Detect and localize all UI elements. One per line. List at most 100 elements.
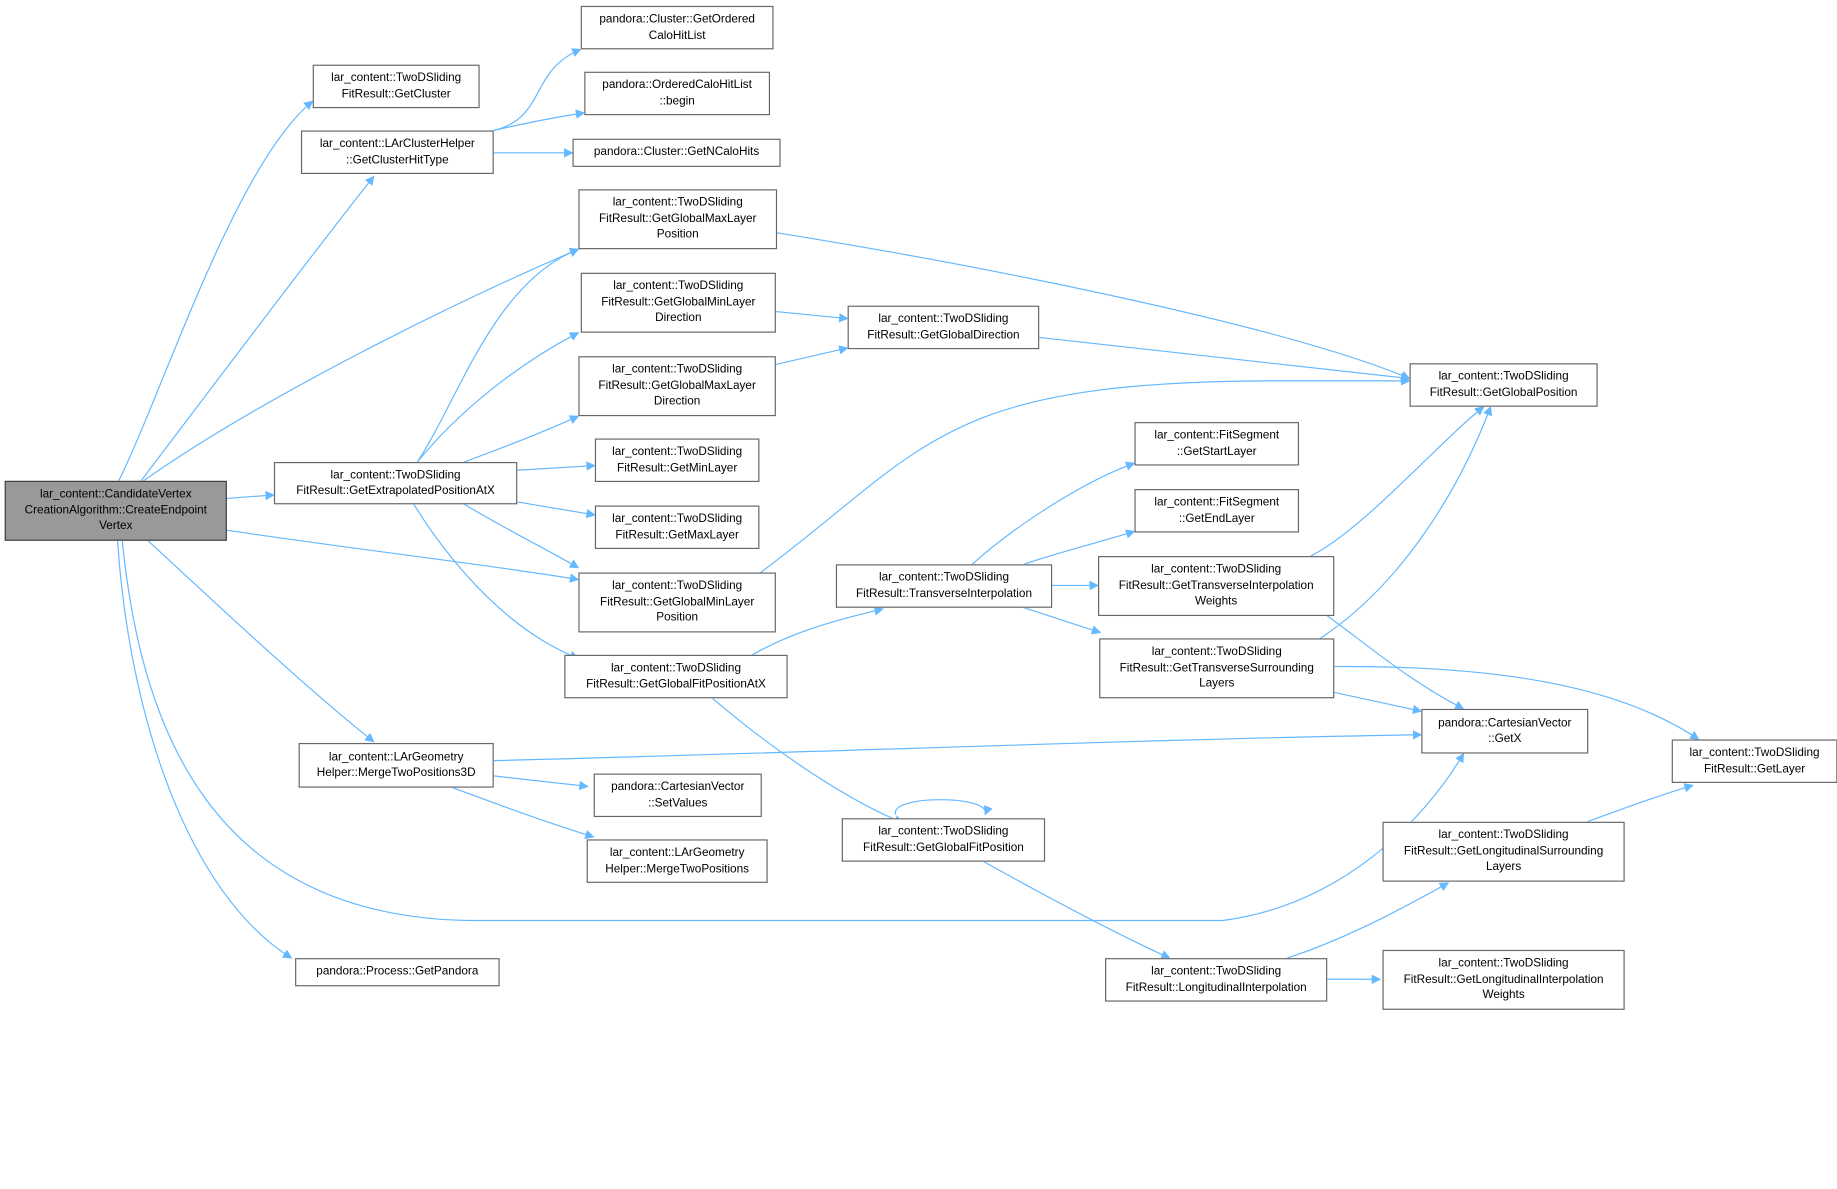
edge-root-get-global-max-layer-position <box>143 248 580 482</box>
node-get-transverse-surrounding-layers[interactable]: lar_content::TwoDSliding FitResult::GetT… <box>1099 638 1335 699</box>
edge-extrapolated-max-layer <box>517 501 596 519</box>
node-label: lar_content::TwoDSliding FitResult::GetL… <box>1689 746 1820 776</box>
node-label: pandora::Cluster::GetNCaloHits <box>593 146 760 159</box>
node-label: lar_content::TwoDSliding FitResult::GetT… <box>1119 645 1314 691</box>
edge-fit-position-at-x-fit-position <box>712 697 904 825</box>
node-longitudinal-interpolation[interactable]: lar_content::TwoDSliding FitResult::Long… <box>1105 958 1328 1002</box>
node-root: lar_content::CandidateVertex CreationAlg… <box>4 480 227 541</box>
node-get-global-min-layer-direction[interactable]: lar_content::TwoDSliding FitResult::GetG… <box>580 272 776 333</box>
edge-interpolation-weights-cartesian-get-x <box>1325 614 1465 710</box>
node-merge-two-positions-3d[interactable]: lar_content::LArGeometry Helper::MergeTw… <box>298 742 494 788</box>
node-label: lar_content::TwoDSliding FitResult::GetG… <box>1429 370 1578 400</box>
node-label: lar_content::TwoDSliding FitResult::GetG… <box>601 280 756 325</box>
edge-merge-3d-set-values <box>493 775 589 791</box>
node-get-cluster-hit-type[interactable]: lar_content::LArClusterHelper ::GetClust… <box>300 130 494 174</box>
edge-surrounding-layers-global-position <box>1316 405 1493 642</box>
edge-hit-type-begin <box>493 109 586 132</box>
node-label: lar_content::LArClusterHelper ::GetClust… <box>319 137 475 167</box>
node-label: lar_content::TwoDSliding FitResult::GetL… <box>1403 829 1604 874</box>
node-get-pandora[interactable]: pandora::Process::GetPandora <box>295 958 500 987</box>
edge-extrapolated-fit-position-at-x <box>413 504 580 660</box>
node-label: lar_content::TwoDSliding FitResult::GetG… <box>586 661 766 691</box>
node-get-extrapolated-position-at-x[interactable]: lar_content::TwoDSliding FitResult::GetE… <box>273 462 518 505</box>
edge-interpolation-weights-global-position <box>1310 406 1485 557</box>
node-label: lar_content::LArGeometry Helper::MergeTw… <box>605 846 750 876</box>
edge-max-layer-position-global-position <box>776 232 1411 380</box>
edge-min-layer-direction-global-direction <box>775 310 849 323</box>
node-label: lar_content::TwoDSliding FitResult::Tran… <box>856 571 1032 601</box>
node-label: lar_content::TwoDSliding FitResult::GetG… <box>598 196 757 242</box>
edge-transverse-start-layer <box>971 461 1136 565</box>
node-label: lar_content::TwoDSliding FitResult::GetM… <box>612 445 743 475</box>
edge-root-merge-two-positions-3d <box>147 540 375 743</box>
node-label: lar_content::TwoDSliding FitResult::GetL… <box>1403 957 1604 1002</box>
edge-fit-position-self <box>895 799 993 816</box>
node-get-global-fit-position[interactable]: lar_content::TwoDSliding FitResult::GetG… <box>841 818 1046 862</box>
edge-root-get-pandora <box>116 540 293 959</box>
node-label: lar_content::TwoDSliding FitResult::GetG… <box>867 312 1020 342</box>
node-get-global-direction[interactable]: lar_content::TwoDSliding FitResult::GetG… <box>847 305 1040 350</box>
edge-longitudinal-surrounding-get-layer <box>1586 783 1694 823</box>
node-label: pandora::CartesianVector ::GetX <box>1438 716 1572 746</box>
edge-surrounding-layers-get-layer <box>1334 665 1700 740</box>
node-get-longitudinal-surrounding-layers[interactable]: lar_content::TwoDSliding FitResult::GetL… <box>1382 821 1625 882</box>
edge-root-get-cluster <box>118 100 314 482</box>
node-label: lar_content::TwoDSliding FitResult::Long… <box>1125 965 1307 994</box>
node-label: lar_content::TwoDSliding FitResult::GetG… <box>598 363 756 409</box>
edge-root-get-extrapolated-position-at-x <box>226 490 275 501</box>
node-label: lar_content::FitSegment ::GetStartLayer <box>1154 429 1280 458</box>
edge-min-layer-position-global-position <box>760 376 1411 573</box>
node-label: lar_content::LArGeometry Helper::MergeTw… <box>316 750 476 780</box>
node-get-cluster[interactable]: lar_content::TwoDSliding FitResult::GetC… <box>312 64 480 109</box>
node-label: pandora::OrderedCaloHitList ::begin <box>602 78 752 108</box>
node-label: lar_content::TwoDSliding FitResult::GetE… <box>296 468 495 498</box>
node-label: lar_content::TwoDSliding FitResult::GetT… <box>1118 563 1314 609</box>
node-label: lar_content::TwoDSliding FitResult::GetC… <box>331 71 462 101</box>
edge-extrapolated-max-layer-position <box>416 247 580 463</box>
node-label: pandora::Cluster::GetOrdered CaloHitList <box>599 12 755 42</box>
node-get-global-max-layer-position[interactable]: lar_content::TwoDSliding FitResult::GetG… <box>578 189 778 250</box>
edge-extrapolated-min-layer-position <box>464 503 580 569</box>
edge-extrapolated-min-layer-direction <box>416 332 580 463</box>
edge-transverse-surrounding-layers <box>1020 606 1102 635</box>
edge-fit-position-at-x-transverse <box>752 606 884 656</box>
edge-max-layer-direction-global-direction <box>775 345 849 366</box>
edge-merge-3d-cartesian-get-x <box>493 730 1423 762</box>
node-label: lar_content::TwoDSliding FitResult::GetG… <box>863 825 1024 855</box>
node-get-global-max-layer-direction[interactable]: lar_content::TwoDSliding FitResult::GetG… <box>578 356 776 417</box>
node-label: lar_content::FitSegment ::GetEndLayer <box>1154 496 1280 525</box>
node-get-transverse-interpolation-weights[interactable]: lar_content::TwoDSliding FitResult::GetT… <box>1098 556 1335 617</box>
node-label: pandora::Process::GetPandora <box>316 965 479 979</box>
node-label: lar_content::TwoDSliding FitResult::GetG… <box>600 579 755 625</box>
node-label: lar_content::TwoDSliding FitResult::GetM… <box>612 512 743 542</box>
node-get-longitudinal-interpolation-weights[interactable]: lar_content::TwoDSliding FitResult::GetL… <box>1382 949 1625 1010</box>
node-get-end-layer[interactable]: lar_content::FitSegment ::GetEndLayer <box>1134 489 1300 533</box>
node-get-start-layer[interactable]: lar_content::FitSegment ::GetStartLayer <box>1134 422 1300 466</box>
edge-root-get-cluster-hit-type <box>140 175 375 482</box>
edge-extrapolated-min-layer <box>517 461 596 471</box>
node-transverse-interpolation[interactable]: lar_content::TwoDSliding FitResult::Tran… <box>835 564 1053 608</box>
node-label: pandora::CartesianVector ::SetValues <box>611 780 745 810</box>
node-get-max-layer[interactable]: lar_content::TwoDSliding FitResult::GetM… <box>594 505 760 550</box>
edge-longitudinal-surrounding-layers <box>1287 882 1450 959</box>
node-label: lar_content::CandidateVertex CreationAlg… <box>24 488 207 533</box>
node-set-values[interactable]: pandora::CartesianVector ::SetValues <box>593 773 762 818</box>
node-get-n-calo-hits[interactable]: pandora::Cluster::GetNCaloHits <box>572 138 781 167</box>
edge-extrapolated-max-layer-direction <box>464 415 580 463</box>
edge-global-direction-global-position <box>1039 336 1411 383</box>
node-get-layer[interactable]: lar_content::TwoDSliding FitResult::GetL… <box>1671 739 1837 783</box>
edge-transverse-end-layer <box>1023 529 1136 565</box>
node-get-ordered-calo-hit-list[interactable]: pandora::Cluster::GetOrdered CaloHitList <box>580 5 774 50</box>
node-merge-two-positions[interactable]: lar_content::LArGeometry Helper::MergeTw… <box>586 839 768 883</box>
edge-surrounding-layers-cartesian-get-x <box>1334 691 1423 715</box>
node-ordered-calo-hit-list-begin[interactable]: pandora::OrderedCaloHitList ::begin <box>584 71 771 116</box>
edge-fit-position-longitudinal <box>983 861 1171 959</box>
edge-root-get-global-min-layer-position <box>226 529 580 583</box>
node-get-global-fit-position-at-x[interactable]: lar_content::TwoDSliding FitResult::GetG… <box>564 654 788 699</box>
node-get-min-layer[interactable]: lar_content::TwoDSliding FitResult::GetM… <box>594 438 760 482</box>
node-get-global-position[interactable]: lar_content::TwoDSliding FitResult::GetG… <box>1409 363 1598 407</box>
node-cartesian-get-x[interactable]: pandora::CartesianVector ::GetX <box>1421 708 1589 754</box>
node-get-global-min-layer-position[interactable]: lar_content::TwoDSliding FitResult::GetG… <box>578 572 776 633</box>
edge-hit-type-get-ordered <box>493 48 582 132</box>
